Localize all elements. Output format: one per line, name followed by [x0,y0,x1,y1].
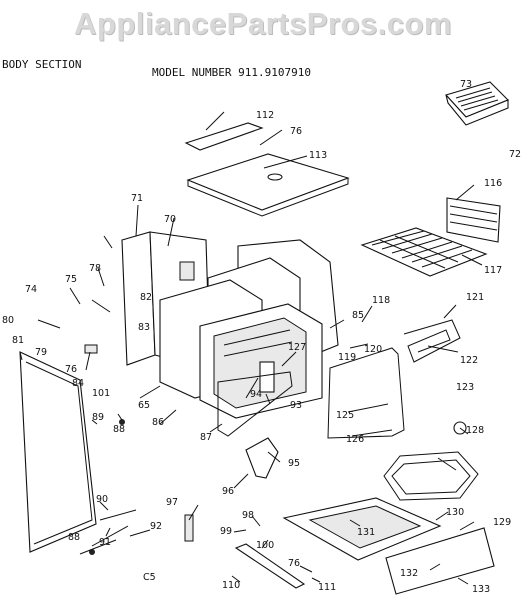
broil-element-inner [391,459,471,495]
label-76a: 76 [290,126,302,137]
label-123: 123 [456,382,474,393]
label-90: 90 [96,494,108,505]
oven-cavity-part [199,303,323,419]
storage-drawer-part [282,497,442,561]
label-101: 101 [92,388,110,399]
hinge-part [245,437,279,479]
label-95: 95 [288,458,300,469]
label-89: 89 [92,412,104,423]
label-113: 113 [309,150,327,161]
label-78: 78 [89,263,101,274]
broiler-pan-part [445,81,509,126]
label-126: 126 [346,434,364,445]
label-87: 87 [200,432,212,443]
bake-element-part [403,319,461,363]
label-97: 97 [166,497,178,508]
drawer-rail-part [234,543,306,589]
label-65: 65 [138,400,150,411]
label-75: 75 [65,274,77,285]
screw-88b-part [89,549,95,555]
label-91: 91 [99,537,111,548]
label-84: 84 [72,378,84,389]
shield-lines [449,205,498,231]
label-131: 131 [357,527,375,538]
door-frame-part [217,371,293,437]
label-88b: 88 [68,532,80,543]
label-86: 86 [152,417,164,428]
label-118: 118 [372,295,390,306]
broil-element-part [383,451,479,501]
label-111: 111 [318,582,336,593]
label-96: 96 [222,486,234,497]
range-top-part [186,153,350,217]
label-121: 121 [466,292,484,303]
label-80: 80 [2,315,14,326]
label-70: 70 [164,214,176,225]
label-132: 132 [400,568,418,579]
watermark: AppliancePartsPros.com [74,6,452,41]
label-74: 74 [25,284,37,295]
label-73: 73 [460,79,472,90]
screw-88-part [119,419,125,425]
rack-shield-part [446,197,501,243]
spring-part [184,514,194,542]
label-92: 92 [150,521,162,532]
label-88a: 88 [113,424,125,435]
label-122: 122 [460,355,478,366]
label-100: 100 [256,540,274,551]
label-119: 119 [338,352,356,363]
label-83: 83 [138,322,150,333]
label-125: 125 [336,410,354,421]
drawer-front-part [385,527,495,595]
door-gasket-part [327,347,405,439]
label-130: 130 [446,507,464,518]
label-94: 94 [250,389,262,400]
label-120: 120 [364,344,382,355]
bracket-76-part [84,344,98,354]
part-number-labels: 73 72 112 76 113 71 70 116 117 74 75 78 … [2,79,521,595]
label-117: 117 [484,265,502,276]
page-code: C5 [143,572,156,583]
top-trim-part [184,122,264,151]
label-82: 82 [140,292,152,303]
label-76c: 76 [288,558,300,569]
label-133: 133 [472,584,490,595]
label-85: 85 [352,310,364,321]
label-72: 72 [509,149,521,160]
model-number-label: MODEL NUMBER 911.9107910 [152,66,311,79]
label-127: 127 [288,342,306,353]
label-116: 116 [484,178,502,189]
label-99: 99 [220,526,232,537]
label-128: 128 [466,425,484,436]
label-110: 110 [222,580,240,591]
label-129: 129 [493,517,511,528]
label-71: 71 [131,193,143,204]
label-112: 112 [256,110,274,121]
label-81: 81 [12,335,24,346]
leader-lines [19,111,483,585]
section-title: BODY SECTION [2,58,82,71]
label-79: 79 [35,347,47,358]
label-76b: 76 [65,364,77,375]
oven-door-part [19,351,97,553]
oven-rack-part [360,227,488,277]
label-93: 93 [290,400,302,411]
label-98: 98 [242,510,254,521]
